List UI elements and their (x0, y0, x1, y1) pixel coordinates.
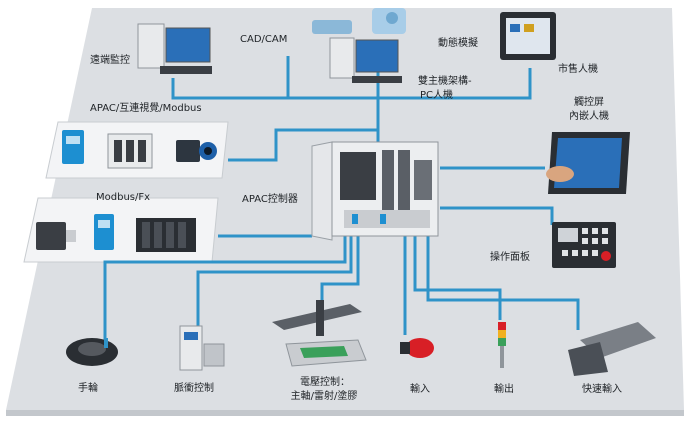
motion-sim-icon (312, 8, 406, 34)
label-modbus-fx: Modbus/Fx (96, 192, 151, 203)
label-input: 輸入 (410, 384, 430, 395)
operation-panel-icon (552, 222, 616, 268)
label-handwheel: 手輪 (78, 383, 98, 394)
label-operation-panel: 操作面板 (490, 252, 530, 263)
touch-screen-icon (546, 132, 630, 194)
wires (103, 56, 580, 342)
io-rack-icon (107, 133, 153, 169)
driver-icon (179, 325, 225, 371)
servo-motor-icon (36, 222, 76, 250)
label-voltage-1: 電壓控制： (300, 377, 350, 388)
label-output: 輸出 (494, 384, 514, 395)
camera-icon (176, 140, 217, 162)
label-motion-sim: 動態模擬 (438, 38, 478, 49)
label-dual-host-1: 雙主機架構- (418, 76, 472, 87)
label-pulse-control: 脈衝控制 (174, 383, 214, 394)
io-rack-icon-2 (136, 218, 196, 252)
floor-edge (6, 410, 684, 416)
label-apac-controller: APAC控制器 (242, 194, 298, 205)
label-touch-2: 內嵌人機 (569, 111, 609, 122)
label-apac-vision-modbus: APAC/互連視覺/Modbus (90, 103, 202, 114)
label-cad-cam: CAD/CAM (240, 34, 288, 45)
label-remote-monitor: 遠端監控 (90, 55, 130, 66)
io-module-icon (62, 130, 84, 164)
label-hmi: 市售人機 (558, 64, 598, 75)
label-dual-host-2: PC人機 (420, 90, 454, 101)
fast-input-icon (568, 322, 656, 376)
cad-cam-pc-icon (329, 37, 402, 83)
io-module-icon-2 (94, 214, 114, 250)
label-fast-input: 快速輸入 (582, 384, 622, 395)
monitor-pc-icon (137, 23, 212, 74)
signal-tower-icon (498, 322, 506, 368)
handwheel-icon (66, 338, 118, 366)
emergency-button-icon (400, 338, 434, 358)
label-voltage-2: 主軸/雷射/塗膠 (290, 391, 358, 402)
apac-controller-icon (311, 141, 439, 241)
gantry-machine-icon (272, 300, 367, 367)
hmi-panel-icon (500, 12, 556, 60)
label-touch-1: 觸控屏 (574, 97, 604, 108)
